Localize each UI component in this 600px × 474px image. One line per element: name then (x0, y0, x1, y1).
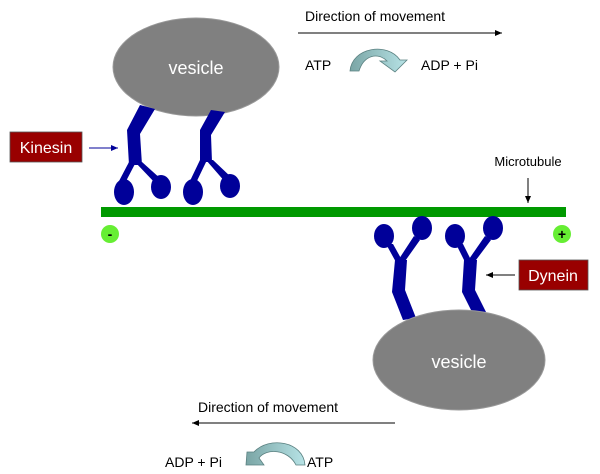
microtubule-label: Microtubule (494, 154, 561, 169)
plus-end-label: + (558, 226, 566, 242)
kinesin-motor-1 (114, 105, 171, 205)
top-product-adp-pi: ADP + Pi (421, 57, 478, 73)
bottom-direction-label: Direction of movement (198, 399, 338, 415)
top-vesicle (112, 17, 280, 117)
bottom-curved-arrow-icon (245, 442, 306, 466)
kinesin-motor-2 (183, 110, 240, 205)
plus-end-marker (553, 225, 571, 243)
dynein-motor-1 (374, 216, 432, 320)
kinesin-label-box (9, 131, 83, 163)
dynein-motor-2 (445, 216, 503, 314)
top-vesicle-label: vesicle (168, 58, 223, 78)
bottom-product-adp-pi: ADP + Pi (165, 454, 222, 470)
microtubule (101, 207, 566, 217)
bottom-vesicle-label: vesicle (431, 352, 486, 372)
minus-end-marker (101, 225, 119, 243)
dynein-label-box (518, 259, 589, 291)
top-curved-arrow-icon (349, 48, 408, 73)
kinesin-label: Kinesin (20, 140, 72, 157)
top-direction-label: Direction of movement (305, 8, 445, 24)
dynein-label: Dynein (528, 268, 578, 285)
bottom-reactant-atp: ATP (307, 454, 333, 470)
bottom-vesicle (372, 309, 546, 411)
minus-end-label: - (108, 226, 113, 242)
top-reactant-atp: ATP (305, 57, 331, 73)
